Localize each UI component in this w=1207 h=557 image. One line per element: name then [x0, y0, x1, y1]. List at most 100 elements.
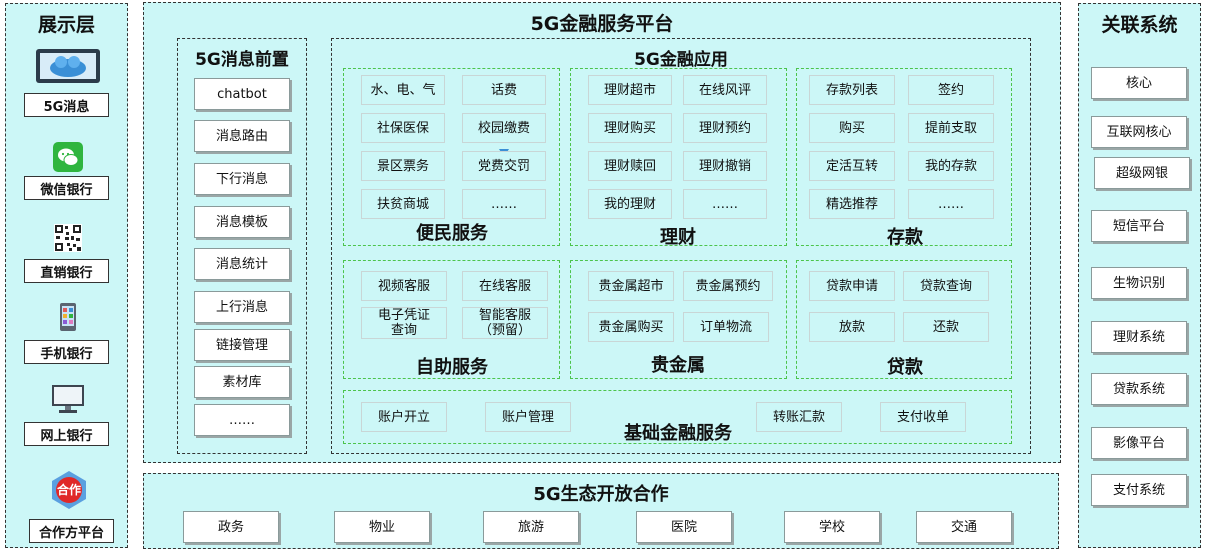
cell-ai-support-reserved[interactable]: 智能客服（预留）	[462, 307, 548, 339]
cell-party-dues-fines[interactable]: 党费交罚	[462, 151, 546, 181]
cell-risk-assessment[interactable]: 在线风评	[683, 75, 767, 105]
msg-item-link-management[interactable]: 链接管理	[194, 329, 290, 361]
eco-item-hospital[interactable]: 医院	[636, 511, 732, 543]
cell-phone-bill[interactable]: 话费	[462, 75, 546, 105]
eco-item-property[interactable]: 物业	[334, 511, 430, 543]
cell-convenience-more[interactable]: ……	[462, 189, 546, 219]
cell-loan-query[interactable]: 贷款查询	[903, 271, 989, 301]
group-title-wealth: 理财	[660, 227, 696, 248]
cell-metal-supermarket[interactable]: 贵金属超市	[588, 271, 674, 301]
channel-5g-message[interactable]: 5G消息	[24, 93, 109, 117]
eco-item-government[interactable]: 政务	[183, 511, 279, 543]
cell-account-management[interactable]: 账户管理	[485, 402, 571, 432]
dropdown-triangle-icon	[499, 142, 509, 157]
cell-payment-acquiring[interactable]: 支付收单	[880, 402, 966, 432]
cell-repayment[interactable]: 还款	[903, 312, 989, 342]
cell-my-wealth[interactable]: 我的理财	[588, 189, 672, 219]
cell-loan-application[interactable]: 贷款申请	[809, 271, 895, 301]
eco-item-school[interactable]: 学校	[784, 511, 880, 543]
eco-item-tourism[interactable]: 旅游	[483, 511, 579, 543]
cell-wealth-purchase[interactable]: 理财购买	[588, 113, 672, 143]
cell-utilities[interactable]: 水、电、气	[361, 75, 445, 105]
cell-campus-payment[interactable]: 校园缴费	[462, 113, 546, 143]
msg-item-routing[interactable]: 消息路由	[194, 120, 290, 152]
cell-deposit-more[interactable]: ……	[908, 189, 994, 219]
cell-featured-recommend[interactable]: 精选推荐	[809, 189, 895, 219]
cell-sign-contract[interactable]: 签约	[908, 75, 994, 105]
group-precious-metals	[570, 260, 787, 379]
msg-item-material-library[interactable]: 素材库	[194, 366, 290, 398]
cell-online-support[interactable]: 在线客服	[462, 271, 548, 301]
msg-item-template[interactable]: 消息模板	[194, 206, 290, 238]
msg-item-chatbot[interactable]: chatbot	[194, 78, 290, 110]
msg-item-uplink[interactable]: 上行消息	[194, 291, 290, 323]
mobile-phone-icon	[51, 303, 85, 331]
cell-deposit-buy[interactable]: 购买	[809, 113, 895, 143]
msg-item-downlink[interactable]: 下行消息	[194, 163, 290, 195]
channel-mobile-bank[interactable]: 手机银行	[24, 340, 109, 364]
group-basic-financial-services	[343, 390, 1012, 444]
cell-transfer-remittance[interactable]: 转账汇款	[756, 402, 842, 432]
financial-service-platform-title: 5G金融服务平台	[530, 13, 674, 35]
group-title-self-service: 自助服务	[416, 357, 488, 378]
cell-deposit-list[interactable]: 存款列表	[809, 75, 895, 105]
cell-disbursement[interactable]: 放款	[809, 312, 895, 342]
group-title-basic-financial: 基础金融服务	[624, 423, 732, 444]
related-systems-title: 关联系统	[1101, 14, 1178, 36]
sys-imaging-platform[interactable]: 影像平台	[1091, 427, 1187, 459]
group-title-precious-metals: 贵金属	[651, 355, 705, 376]
group-title-deposits: 存款	[887, 227, 923, 248]
cooperation-badge-icon: 合作	[49, 470, 89, 510]
sys-super-ebank[interactable]: 超级网银	[1094, 157, 1190, 189]
group-loans	[796, 260, 1012, 379]
channel-partner-platform[interactable]: 合作方平台	[29, 519, 114, 543]
sys-loan-system[interactable]: 贷款系统	[1091, 373, 1187, 405]
cell-metal-reservation[interactable]: 贵金属预约	[683, 271, 773, 301]
cell-social-insurance[interactable]: 社保医保	[361, 113, 445, 143]
financial-app-panel: 5G金融应用	[331, 38, 1031, 454]
sys-payment-system[interactable]: 支付系统	[1091, 474, 1187, 506]
cell-poverty-mall[interactable]: 扶贫商城	[361, 189, 445, 219]
ecosystem-cooperation-title: 5G生态开放合作	[533, 484, 669, 505]
group-self-service	[343, 260, 560, 379]
cell-e-voucher-query[interactable]: 电子凭证查询	[361, 307, 447, 339]
cell-wealth-reservation[interactable]: 理财预约	[683, 113, 767, 143]
cell-wealth-cancel[interactable]: 理财撤销	[683, 151, 767, 181]
eco-item-transport[interactable]: 交通	[916, 511, 1012, 543]
cooperation-badge-text: 合作	[56, 483, 81, 497]
cell-metal-purchase[interactable]: 贵金属购买	[588, 312, 674, 342]
presentation-layer-panel: 展示层 5G消息 微信银行	[5, 3, 128, 548]
msg-item-statistics[interactable]: 消息统计	[194, 248, 290, 280]
message-front-title: 5G消息前置	[195, 50, 289, 70]
group-convenience-services	[343, 68, 560, 246]
5g-message-icon	[35, 48, 101, 84]
group-title-loans: 贷款	[887, 357, 923, 378]
sys-wealth-system[interactable]: 理财系统	[1091, 321, 1187, 353]
cell-fixed-demand-transfer[interactable]: 定活互转	[809, 151, 895, 181]
cell-wealth-supermarket[interactable]: 理财超市	[588, 75, 672, 105]
computer-monitor-icon	[51, 384, 85, 414]
ecosystem-cooperation-panel: 5G生态开放合作	[143, 473, 1059, 549]
sys-internet-core[interactable]: 互联网核心	[1091, 116, 1187, 148]
sys-biometrics[interactable]: 生物识别	[1091, 267, 1187, 299]
sys-sms-platform[interactable]: 短信平台	[1091, 210, 1187, 242]
cell-wealth-more[interactable]: ……	[683, 189, 767, 219]
cell-early-withdrawal[interactable]: 提前支取	[908, 113, 994, 143]
cell-video-support[interactable]: 视频客服	[361, 271, 447, 301]
msg-item-more[interactable]: ……	[194, 404, 290, 436]
group-wealth-management	[570, 68, 787, 246]
channel-direct-bank[interactable]: 直销银行	[24, 259, 109, 283]
channel-wechat-bank[interactable]: 微信银行	[24, 176, 109, 200]
qr-code-icon	[54, 224, 82, 252]
message-front-panel: 5G消息前置	[177, 38, 307, 454]
group-deposits	[796, 68, 1012, 246]
wechat-icon	[53, 142, 83, 172]
presentation-layer-title: 展示层	[37, 14, 95, 36]
cell-account-opening[interactable]: 账户开立	[361, 402, 447, 432]
channel-online-bank[interactable]: 网上银行	[24, 422, 109, 446]
cell-scenic-tickets[interactable]: 景区票务	[361, 151, 445, 181]
cell-my-deposits[interactable]: 我的存款	[908, 151, 994, 181]
sys-core[interactable]: 核心	[1091, 67, 1187, 99]
cell-wealth-redemption[interactable]: 理财赎回	[588, 151, 672, 181]
cell-order-logistics[interactable]: 订单物流	[683, 312, 769, 342]
